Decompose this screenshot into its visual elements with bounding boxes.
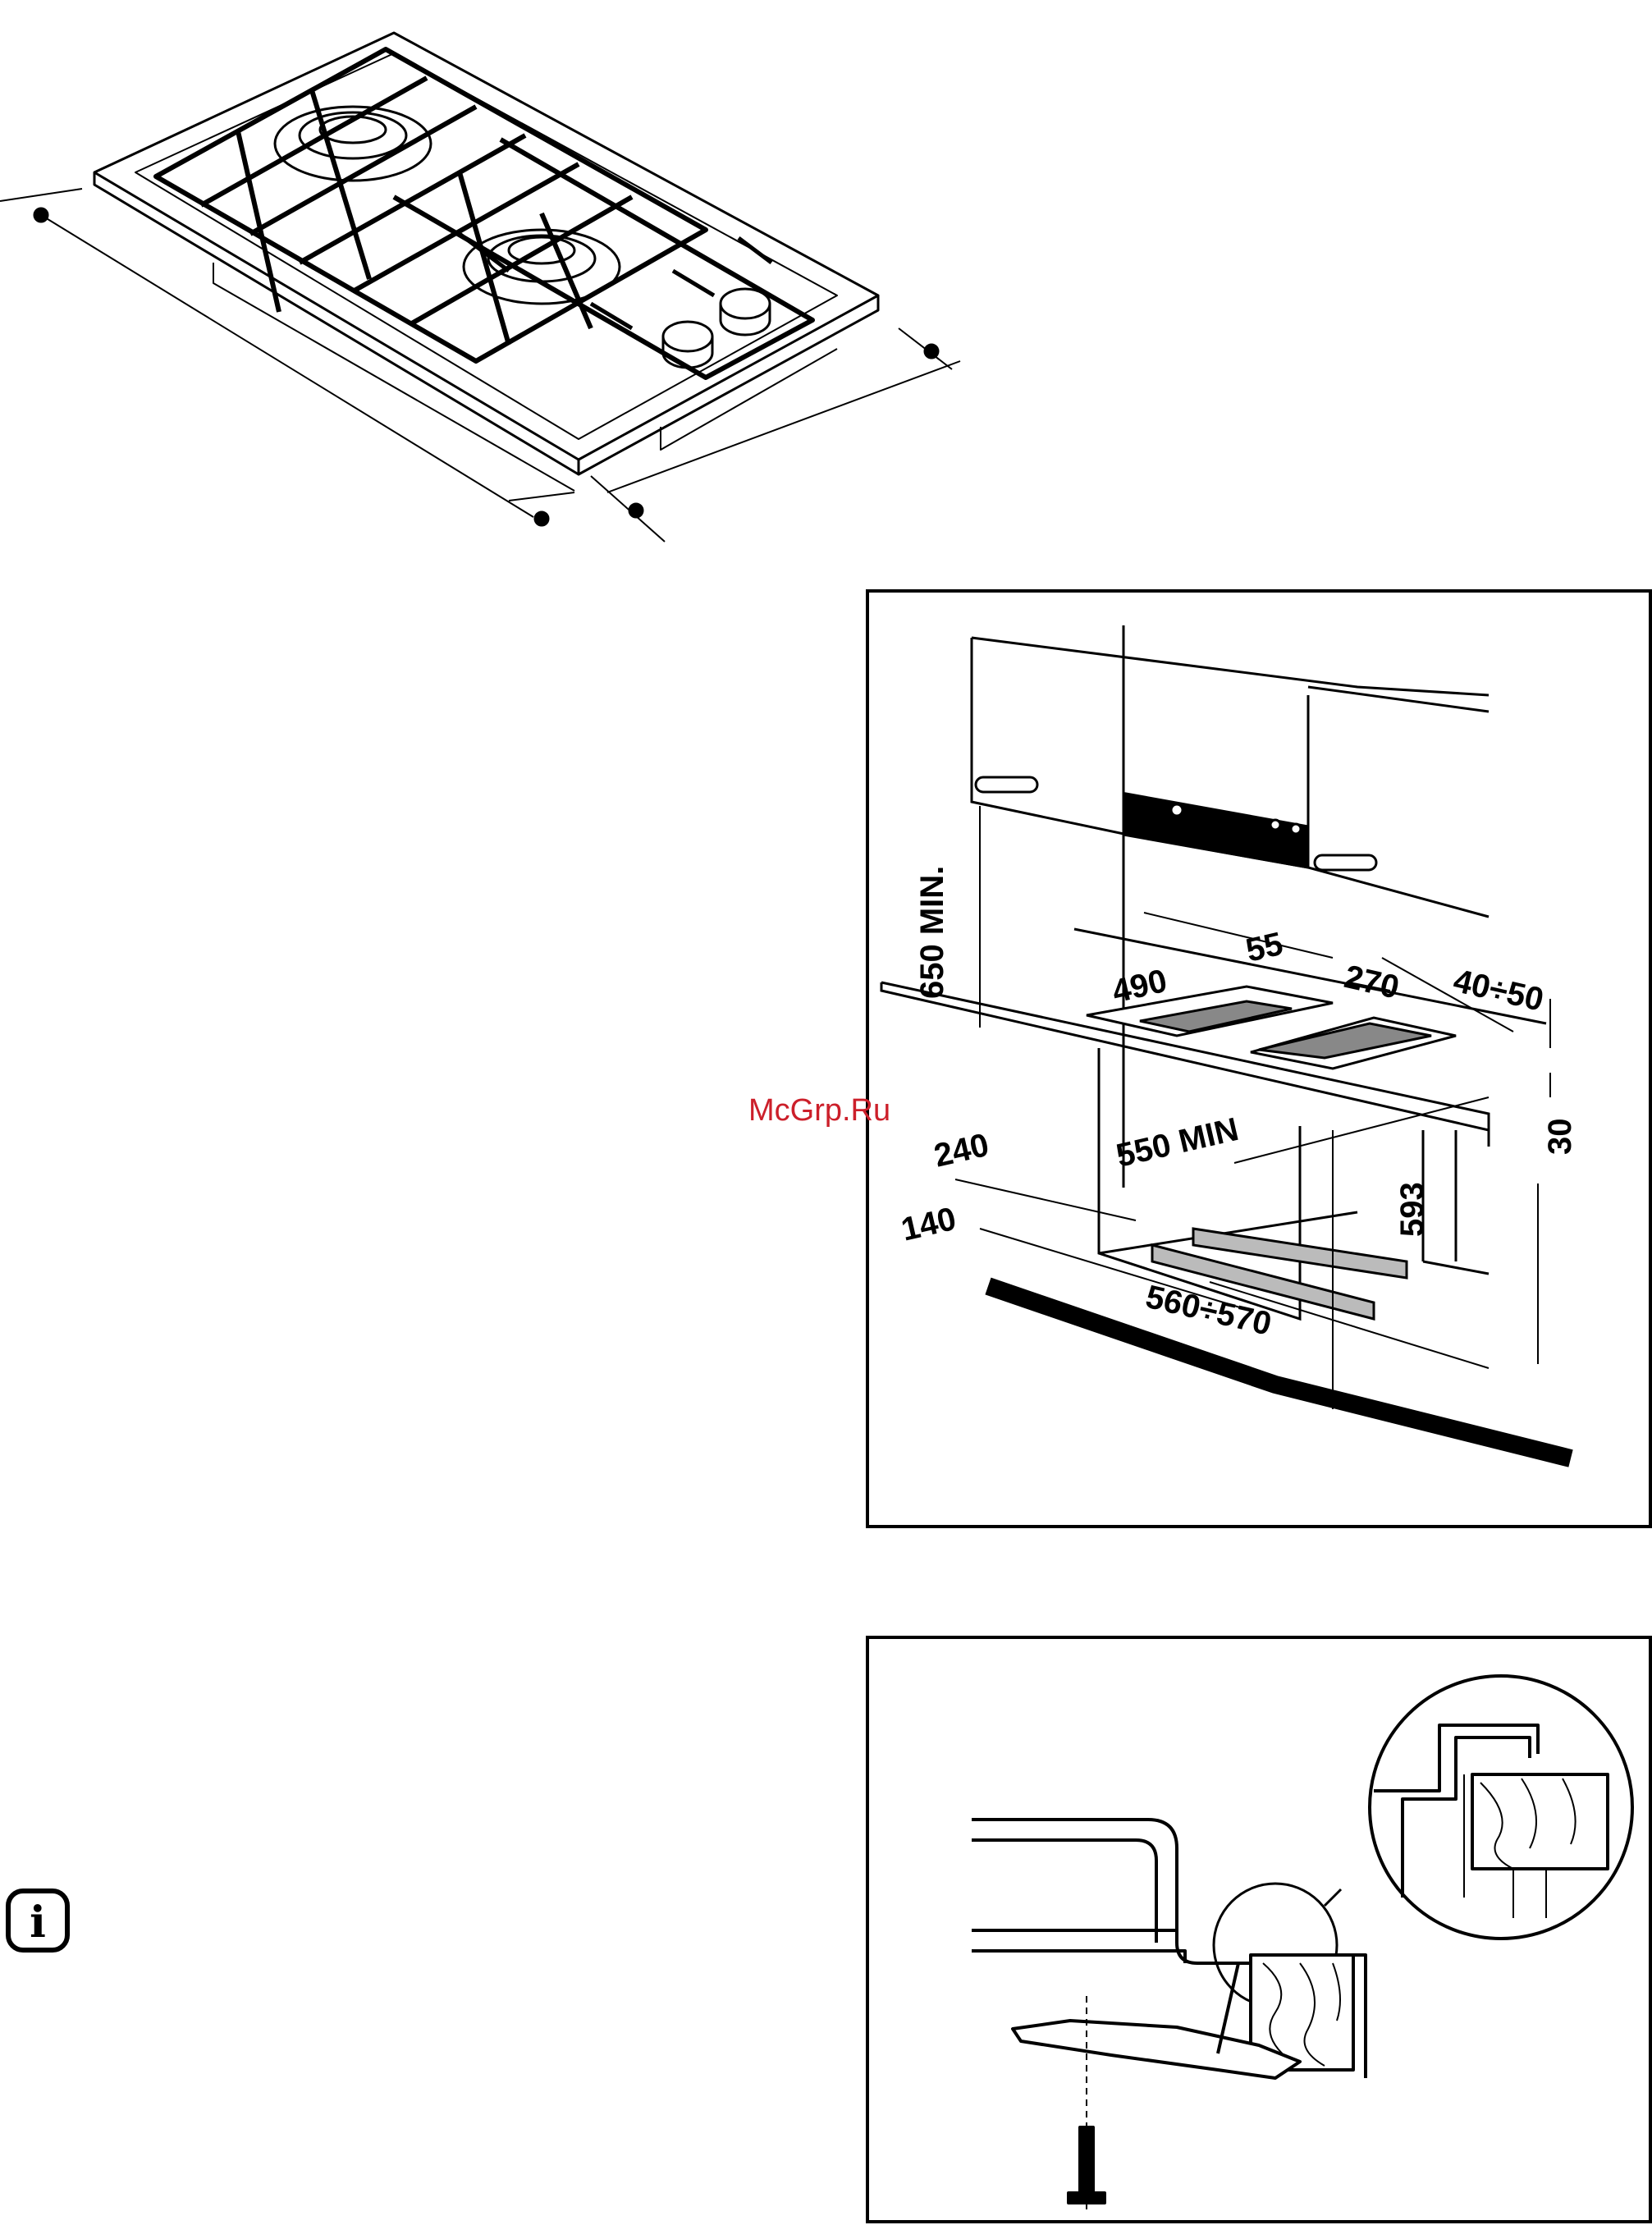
dim-cabinet-depth: 593 [1394,1182,1430,1237]
fixing-figure [865,1635,1652,2225]
hob-figure [0,0,968,558]
dim-worktop-thickness: 30 [1542,1119,1578,1156]
installation-figure: 650 MIN. 490 55 270 40÷50 30 550 MIN 240… [865,588,1652,1529]
info-icon: i [5,1888,71,1953]
info-letter: i [30,1898,46,1948]
watermark-text: McGrp.Ru [748,1093,890,1129]
dim-cabinet-height: 650 MIN. [914,866,950,999]
gas-hob-illustration [0,33,960,542]
